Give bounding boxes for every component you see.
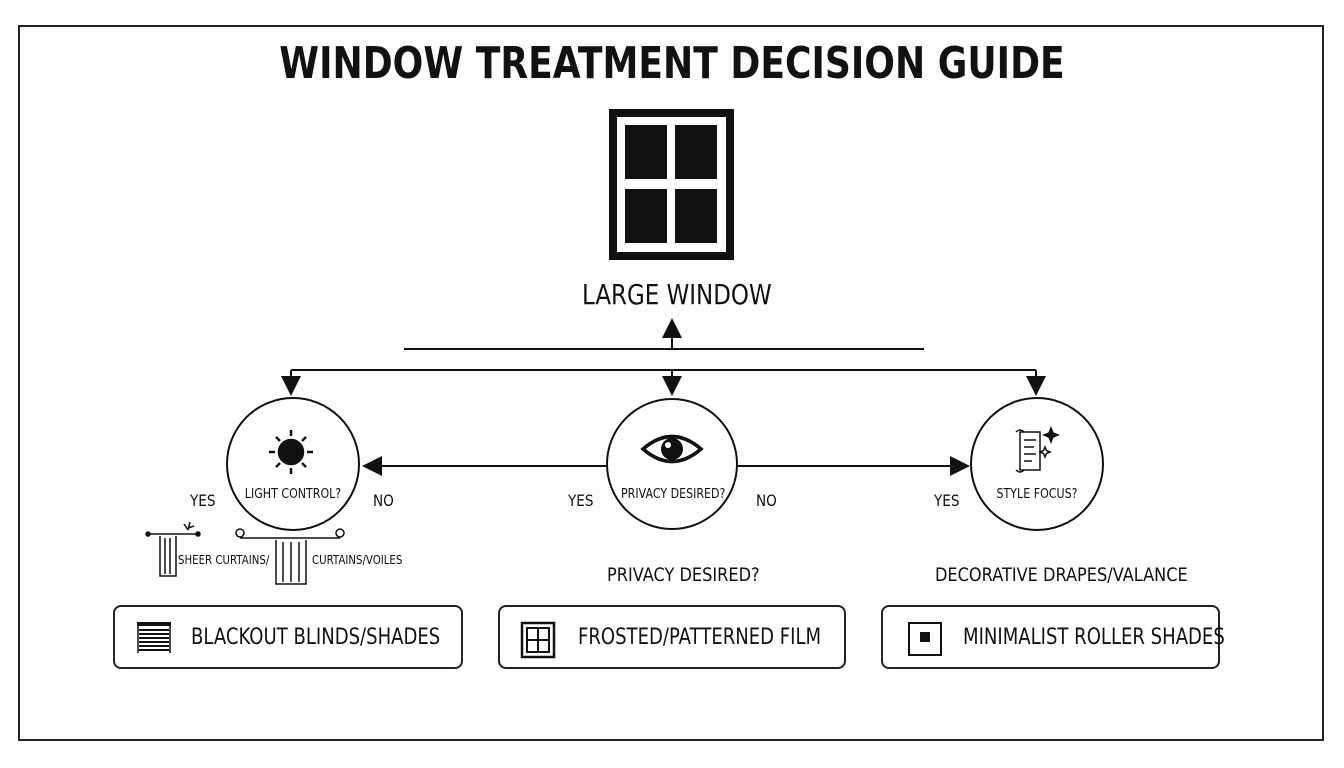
decision-privacy [606,398,738,530]
sheer-curtains-label: SHEER CURTAINS/ [178,553,270,567]
page-title: WINDOW TREATMENT DECISION GUIDE [279,38,1065,89]
window-pane-icon [520,621,556,659]
decision-style [970,397,1104,531]
yes-label-privacy: YES [568,491,594,510]
outcome-blackout-blinds[interactable]: BLACKOUT BLINDS/SHADES [113,605,463,669]
no-label-privacy: NO [756,491,777,510]
eye-icon [640,434,704,464]
outcome-label: FROSTED/PATTERNED FILM [578,625,822,650]
sun-icon [269,430,313,474]
outcome-label: BLACKOUT BLINDS/SHADES [191,625,441,650]
outcome-frosted-film[interactable]: FROSTED/PATTERNED FILM [498,605,846,669]
no-label-light: NO [373,491,394,510]
root-label: LARGE WINDOW [582,278,772,311]
question-style: STYLE FOCUS? [996,487,1078,502]
curtain-icon [235,528,345,585]
question-light-control: LIGHT CONTROL? [244,487,342,502]
blinds-icon [137,622,171,653]
square-icon [908,622,942,656]
outcome-label: MINIMALIST ROLLER SHADES [963,625,1225,650]
privacy-sub-label: PRIVACY DESIRED? [607,564,760,586]
yes-label-light: YES [190,491,216,510]
decorative-sub-label: DECORATIVE DRAPES/VALANCE [935,564,1188,586]
window-icon [609,109,734,260]
question-privacy: PRIVACY DESIRED? [621,487,726,502]
connector-lines [281,318,1046,476]
curtains-voiles-label: CURTAINS/VOILES [312,553,403,567]
scroll-sparkle-icon [1015,425,1061,473]
curtain-rod-icon [145,521,201,577]
yes-label-style: YES [934,491,960,510]
outcome-roller-shades[interactable]: MINIMALIST ROLLER SHADES [881,605,1225,669]
